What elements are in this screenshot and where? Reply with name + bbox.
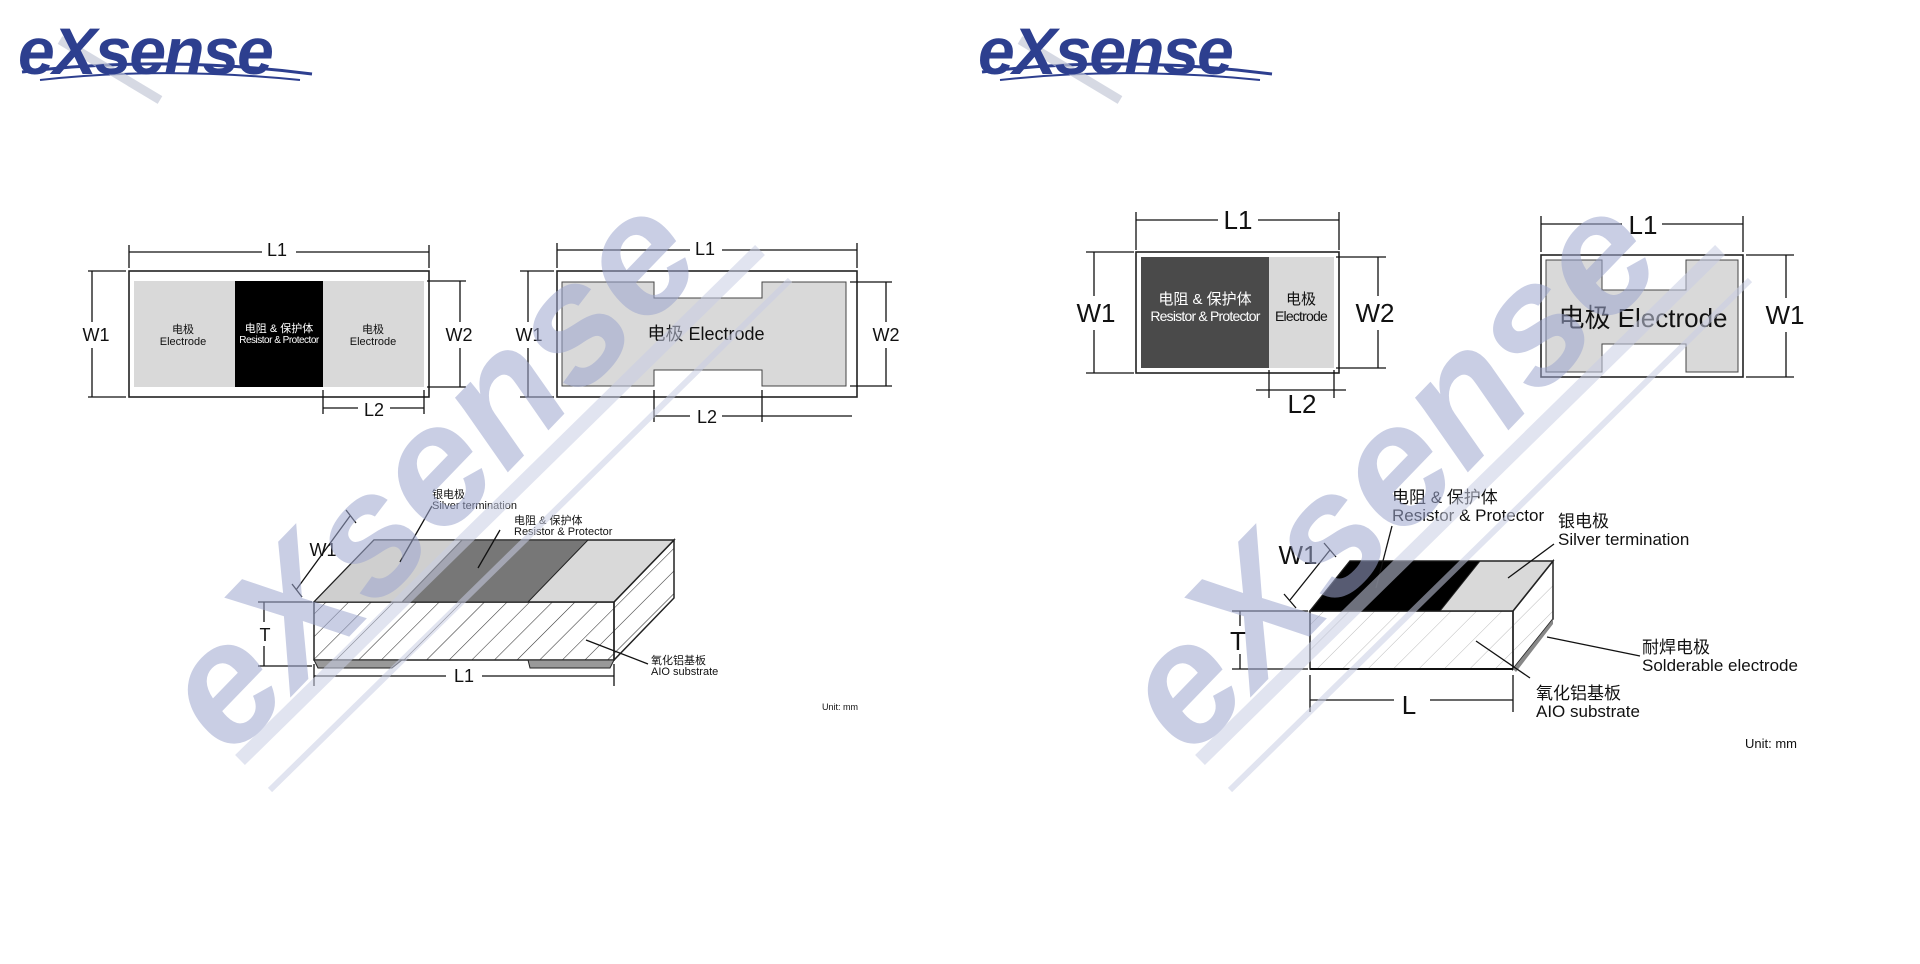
dim-t: T <box>1230 626 1246 656</box>
dim-w1: W1 <box>1766 300 1805 330</box>
silver-cn: 银电极 <box>432 487 465 501</box>
substrate-en: AIO substrate <box>651 666 718 678</box>
substrate-en: AIO substrate <box>1536 702 1640 721</box>
dim-w1: W1 <box>83 325 110 345</box>
electrode-cn: 电极 <box>1286 291 1316 308</box>
electrode-left-en: Electrode <box>160 336 206 348</box>
electrode-right <box>323 281 424 387</box>
logo-left: eXsense <box>18 14 313 104</box>
electrode-left <box>134 281 235 387</box>
resistor-cn: 电阻 & 保护体 <box>1158 291 1251 308</box>
dim-l1: L1 <box>1224 205 1253 235</box>
solder-cn: 耐焊电极 <box>1642 638 1710 657</box>
logo-text: eXsense <box>18 14 272 88</box>
substrate-cn: 氧化铝基板 <box>651 653 706 667</box>
dim-l: L <box>1402 690 1416 720</box>
resistor-body <box>1141 257 1269 368</box>
electrode <box>1269 257 1334 368</box>
resistor-en: Resistor & Protector <box>239 335 320 346</box>
dim-w2: W2 <box>1356 298 1395 328</box>
unit-right: Unit: mm <box>1745 736 1797 751</box>
resistor-en: Resistor & Protector <box>1150 308 1260 324</box>
silver-cn: 银电极 <box>1558 512 1609 531</box>
dim-l1: L1 <box>267 240 287 260</box>
dim-w1: W1 <box>516 325 543 345</box>
solder-en: Solderable electrode <box>1642 656 1798 675</box>
dim-w2: W2 <box>446 325 473 345</box>
electrode-left-cn: 电极 <box>172 322 194 336</box>
dim-l2: L2 <box>1288 389 1317 419</box>
dim-w1: W1 <box>310 540 337 560</box>
electrode-en: Electrode <box>1275 308 1328 324</box>
chip-outline <box>128 270 430 398</box>
electrode-shape <box>561 281 847 387</box>
logo-text: eXsense <box>978 14 1232 88</box>
unit-left: Unit: mm <box>822 702 858 712</box>
dim-l2: L2 <box>364 400 384 420</box>
dim-w1: W1 <box>1077 298 1116 328</box>
logo-right: eXsense <box>978 14 1273 104</box>
dim-l1: L1 <box>1629 210 1658 240</box>
left-top-view-a: 电极 Electrode 电阻 & 保护体 Resistor & Protect… <box>83 240 473 420</box>
dim-l1: L1 <box>454 666 474 686</box>
chip-outline <box>556 270 858 398</box>
silver-en: Silver termination <box>1558 530 1689 549</box>
substrate-cn: 氧化铝基板 <box>1536 684 1621 703</box>
resistor-cn: 电阻 & 保护体 <box>245 321 313 335</box>
electrode-right-cn: 电极 <box>362 322 384 336</box>
dim-t: T <box>260 625 271 645</box>
dim-l2: L2 <box>697 407 717 427</box>
electrode-right-en: Electrode <box>350 336 396 348</box>
dim-w2: W2 <box>873 325 900 345</box>
resistor-body <box>235 281 323 387</box>
dim-l1: L1 <box>695 239 715 259</box>
right-top-view-a: 电阻 & 保护体 Resistor & Protector 电极 Electro… <box>1077 205 1395 419</box>
dim-w1: W1 <box>1279 540 1318 570</box>
